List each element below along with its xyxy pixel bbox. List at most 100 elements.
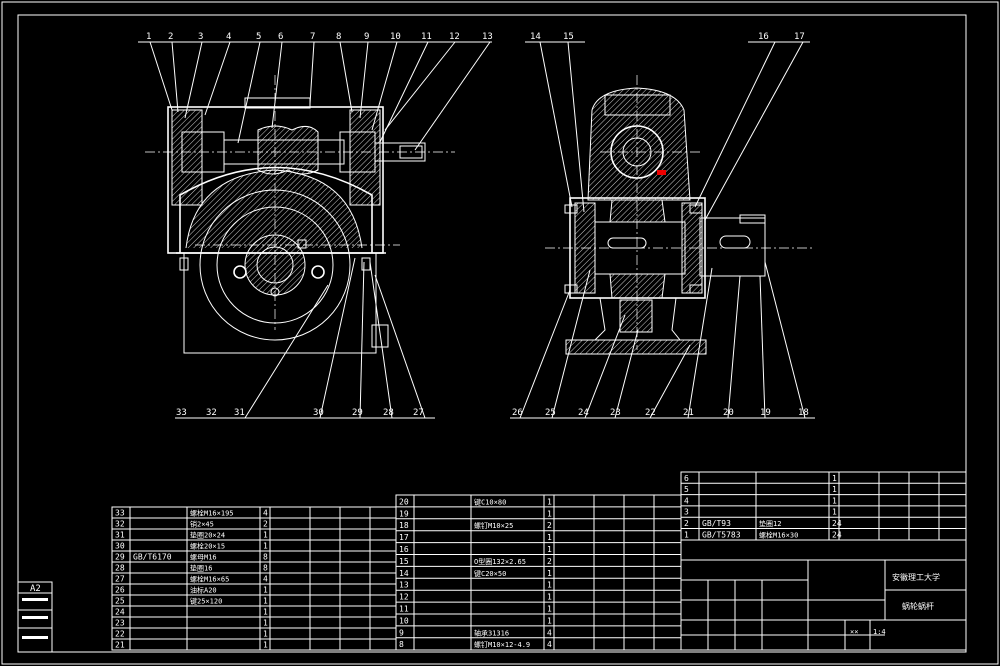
bom-code-cell: GB/T6170 — [133, 553, 172, 562]
bom-code-cell: GB/T5783 — [702, 530, 741, 539]
callout-13: 13 — [482, 32, 493, 42]
bom-name-cell: 垫圈12 — [759, 519, 781, 528]
bom-name-cell: O型圈132×2.65 — [474, 557, 526, 566]
callout-12: 12 — [449, 32, 460, 42]
bom-no-cell: 30 — [115, 542, 125, 551]
output-keyway — [719, 235, 751, 249]
wheel-rim-section-top — [609, 199, 666, 223]
bom-name-cell: 键C10×80 — [474, 497, 506, 506]
callout-22: 22 — [645, 408, 656, 418]
bom-name-cell: 油标A20 — [190, 586, 217, 595]
callout-26: 26 — [512, 408, 523, 418]
side-view-callout-numbers: 14 15 16 17 26 25 24 23 22 21 20 19 18 — [512, 32, 809, 418]
wheel-web — [216, 206, 334, 324]
bom-qty-cell: 1 — [547, 581, 552, 590]
bom-qty-cell: 4 — [547, 640, 552, 649]
worm-shaft-section — [622, 137, 652, 167]
callout-21: 21 — [683, 408, 694, 418]
callout-29: 29 — [352, 408, 363, 418]
bom-no-cell: 29 — [115, 553, 125, 562]
side-view — [545, 75, 815, 355]
key-slot — [297, 239, 307, 249]
bom-no-cell: 3 — [684, 508, 689, 517]
bom-name-cell: 螺母M16 — [190, 553, 217, 562]
callout-8: 8 — [336, 32, 341, 42]
callout-24: 24 — [578, 408, 589, 418]
bom-qty-cell: 1 — [832, 474, 837, 483]
pedestal-section — [619, 299, 653, 333]
front-view-callout-numbers: 1 2 3 4 5 6 7 8 9 10 11 12 13 33 32 31 3… — [146, 32, 493, 418]
bom-no-cell: 26 — [115, 586, 125, 595]
bom-name-cell: 键C20×50 — [474, 569, 506, 578]
output-shaft — [699, 217, 766, 277]
bom-qty-cell: 2 — [547, 521, 552, 530]
bom-name-cell: 螺栓M16×30 — [759, 530, 798, 539]
hub-section — [244, 234, 306, 296]
bom-qty-cell: 24 — [832, 519, 842, 528]
callout-17: 17 — [794, 32, 805, 42]
side-block-label-3 — [22, 636, 48, 639]
bom-no-cell: 6 — [684, 474, 689, 483]
worm-housing-section — [587, 87, 691, 201]
red-marker — [657, 170, 666, 175]
bom-qty-cell: 4 — [263, 509, 268, 518]
side-bolt-bottom-left — [564, 284, 578, 294]
bom-no-cell: 8 — [399, 640, 404, 649]
school-name: 安徽理工大学 — [892, 572, 940, 582]
worm-section — [257, 125, 319, 175]
bom-qty-cell: 1 — [547, 569, 552, 578]
bom-code-cell: GB/T93 — [702, 519, 731, 528]
bom-qty-cell: 1 — [263, 597, 268, 606]
bom-qty-cell: 1 — [263, 630, 268, 639]
bom-no-cell: 23 — [115, 619, 125, 628]
bom-qty-cell: 1 — [547, 497, 552, 506]
bom-name-cell: 轴承31316 — [474, 628, 509, 637]
bom-qty-cell: 2 — [547, 557, 552, 566]
bom-qty-cell: 1 — [263, 608, 268, 617]
callout-6: 6 — [278, 32, 283, 42]
bom-no-cell: 9 — [399, 628, 404, 637]
bom-qty-cell: 2 — [263, 520, 268, 529]
bom-name-cell: 螺栓20×15 — [190, 542, 225, 551]
bom-qty-cell: 1 — [832, 496, 837, 505]
bom-qty-cell: 1 — [547, 593, 552, 602]
front-view — [145, 75, 455, 354]
bom-name-cell: 垫圈20×24 — [190, 531, 225, 540]
bom-name-cell: 垫圈16 — [190, 564, 212, 573]
scale-value: 1:4 — [873, 628, 886, 636]
front-view-leaders — [138, 41, 492, 419]
bom-name-cell: 键25×120 — [190, 597, 222, 606]
callout-33: 33 — [176, 408, 187, 418]
bom-no-cell: 1 — [684, 530, 689, 539]
bom-qty-cell: 1 — [547, 616, 552, 625]
bom-qty-cell: 1 — [263, 531, 268, 540]
bom-no-cell: 18 — [399, 521, 409, 530]
callout-15: 15 — [563, 32, 574, 42]
bolt-hole-bottom — [270, 287, 280, 297]
callout-27: 27 — [413, 408, 424, 418]
callout-20: 20 — [723, 408, 734, 418]
bom-qty-cell: 1 — [263, 542, 268, 551]
bom-qty-cell: 1 — [263, 586, 268, 595]
